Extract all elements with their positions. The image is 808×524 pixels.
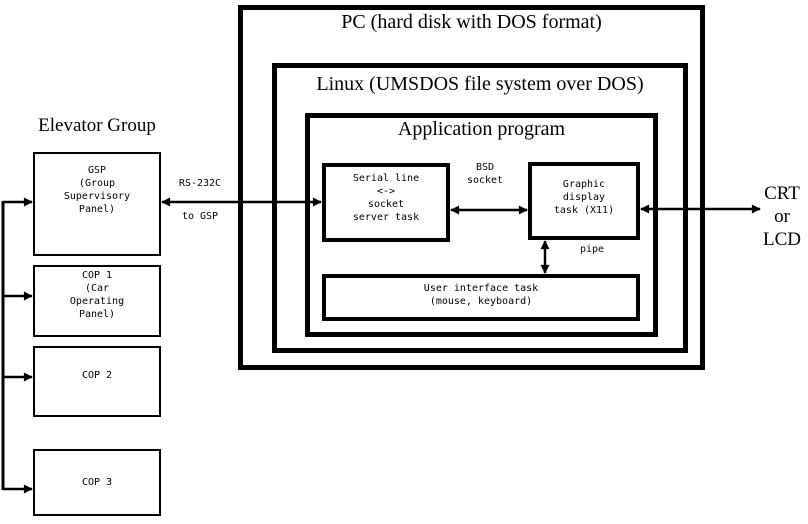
linux-title: Linux (UMSDOS file system over DOS): [316, 73, 644, 95]
application-title: Application program: [397, 118, 566, 140]
rs232c-label: RS-232C: [178, 178, 222, 189]
serial-socket-task-box: Serial line <-> socket server task: [322, 163, 450, 242]
bsd-socket-label: BSD socket: [466, 162, 504, 186]
application-box: [305, 113, 658, 337]
cop3-box: COP 3: [33, 449, 161, 516]
elevator-group-title: Elevator Group: [38, 115, 156, 136]
cop2-box: COP 2: [33, 346, 161, 417]
pc-title: PC (hard disk with DOS format): [341, 11, 602, 33]
pipe-label: pipe: [579, 244, 605, 255]
crt-lcd-label: CRT or LCD: [763, 183, 801, 250]
user-interface-task-box: User interface task (mouse, keyboard): [322, 274, 640, 321]
pc-box: [238, 5, 705, 370]
graphic-display-task-box: Graphic display task (X11): [528, 162, 640, 240]
gsp-box: GSP (Group Supervisory Panel): [33, 152, 161, 256]
to-gsp-label: to GSP: [181, 211, 219, 222]
cop1-box: COP 1 (Car Operating Panel): [33, 265, 161, 337]
